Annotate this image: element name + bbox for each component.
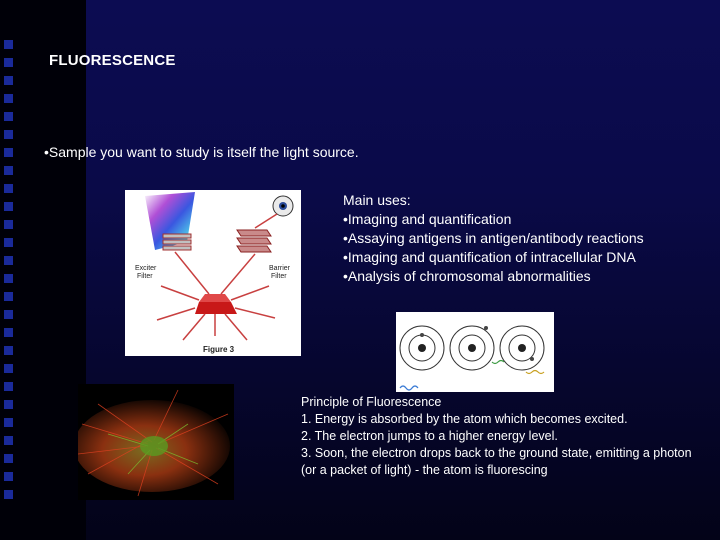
- fluorescent-cell-image: [78, 384, 234, 500]
- principle-section: Principle of Fluorescence 1. Energy is a…: [301, 394, 701, 479]
- main-uses-item: •Assaying antigens in antigen/antibody r…: [343, 230, 644, 246]
- main-uses-heading: Main uses:: [343, 192, 411, 208]
- main-uses-item: •Imaging and quantification of intracell…: [343, 249, 636, 265]
- principle-heading: Principle of Fluorescence: [301, 395, 442, 409]
- intro-bullet: •Sample you want to study is itself the …: [44, 144, 359, 160]
- left-decorative-strip: [0, 0, 86, 540]
- barrier-label-line1: Barrier: [269, 265, 291, 272]
- decorative-squares: [4, 40, 18, 508]
- principle-step: 1. Energy is absorbed by the atom which …: [301, 412, 628, 426]
- main-uses-item: •Analysis of chromosomal abnormalities: [343, 268, 591, 284]
- exciter-label-line2: Filter: [137, 273, 153, 280]
- main-uses-section: Main uses: •Imaging and quantification •…: [343, 191, 644, 286]
- main-uses-item: •Imaging and quantification: [343, 211, 512, 227]
- slide-title: FLUORESCENCE: [49, 52, 176, 69]
- atom-excitation-diagram: [396, 312, 554, 392]
- principle-step: 2. The electron jumps to a higher energy…: [301, 429, 558, 443]
- exciter-label-line1: Exciter: [135, 265, 157, 272]
- barrier-label-line2: Filter: [271, 273, 287, 280]
- filter-diagram-figure: Exciter Filter Barrier Filter Figure 3: [125, 190, 301, 356]
- principle-step: 3. Soon, the electron drops back to the …: [301, 446, 692, 477]
- figure-caption: Figure 3: [203, 345, 235, 354]
